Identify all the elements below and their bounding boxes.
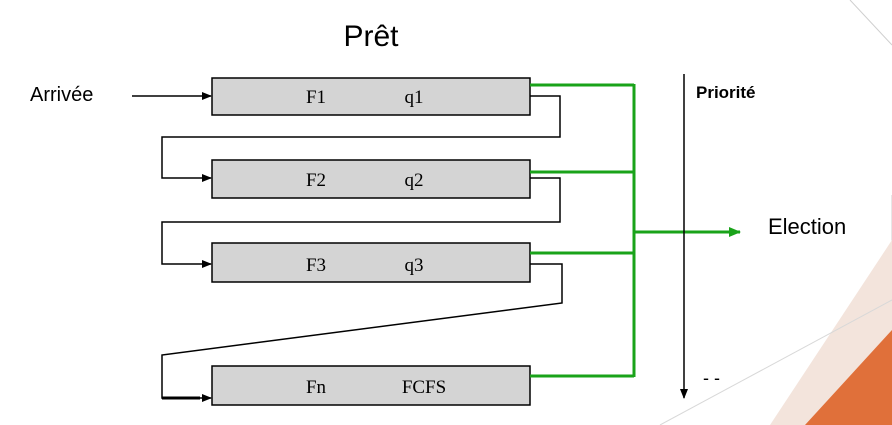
slide-corner-decoration: [659, 0, 892, 425]
queue-quantum: q1: [405, 87, 424, 108]
queue-name: F2: [306, 170, 326, 191]
queue-f1: F1 q1: [211, 77, 531, 116]
election-links: [530, 83, 741, 378]
queue-name: F1: [306, 87, 326, 108]
queue-name: F3: [306, 255, 326, 276]
queue-box: [211, 159, 531, 199]
queue-box: [211, 365, 531, 406]
queue-fn: Fn FCFS: [211, 365, 531, 406]
arrival-label: Arrivée: [30, 84, 93, 106]
election-label: Election: [768, 214, 846, 239]
demotion-connector-f1-f2: [161, 95, 561, 182]
queue-f3: F3 q3: [211, 242, 531, 283]
queue-quantum: q3: [405, 255, 424, 276]
demotion-connector-f2-f3: [161, 177, 561, 268]
priority-label: Priorité: [696, 83, 756, 102]
ellipsis-label: - -: [703, 368, 720, 388]
queue-f2: F2 q2: [211, 159, 531, 199]
queue-box: [211, 242, 531, 283]
queue-quantum: q2: [405, 170, 424, 191]
queue-box: [211, 77, 531, 116]
page-title: Prêt: [343, 20, 399, 53]
queue-name: Fn: [306, 377, 327, 398]
queue-quantum: FCFS: [402, 377, 446, 398]
